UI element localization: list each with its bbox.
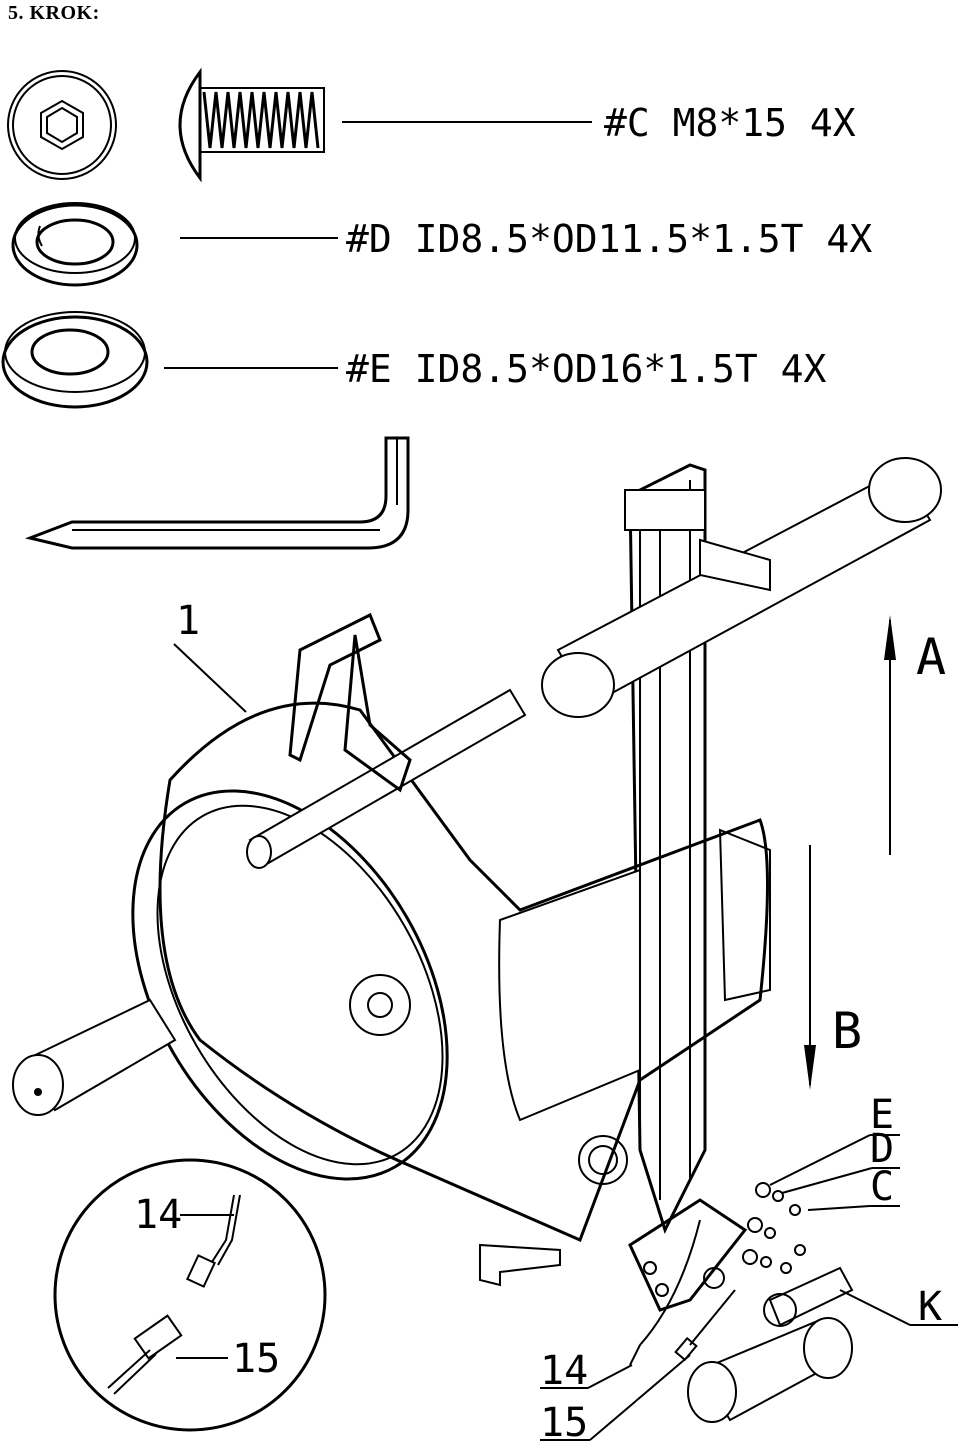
callout-cable-15: 15	[540, 1400, 588, 1446]
rower-frame	[12, 457, 942, 1423]
leader-k	[839, 1289, 911, 1326]
part-label-d: #D ID8.5*OD11.5*1.5T 4X	[346, 217, 872, 261]
bolt-side-view	[178, 67, 325, 183]
page-title: 5. KROK:	[8, 2, 100, 24]
arrow-b	[804, 845, 816, 1090]
part-label-e: #E ID8.5*OD16*1.5T 4X	[346, 347, 827, 391]
leader-c	[807, 1205, 871, 1211]
leader-d	[781, 1167, 873, 1194]
washer-e	[1, 311, 149, 409]
callout-a: A	[916, 628, 946, 686]
callout-d: D	[870, 1126, 894, 1172]
callout-detail-14: 14	[134, 1192, 182, 1238]
part-label-c: #C M8*15 4X	[604, 101, 856, 145]
callout-detail-15: 15	[232, 1336, 280, 1382]
washer-d	[11, 202, 139, 287]
leader-1	[173, 643, 247, 713]
allen-key	[24, 436, 410, 550]
detail-circle	[53, 1158, 327, 1432]
callout-1: 1	[176, 598, 200, 644]
callout-k: K	[918, 1284, 942, 1330]
arrow-a	[884, 615, 896, 855]
leader-e	[769, 1134, 871, 1186]
callout-c: C	[870, 1164, 894, 1210]
callout-e: E	[870, 1092, 894, 1138]
bolt-head-top-view	[7, 70, 117, 180]
callout-cable-14: 14	[540, 1348, 588, 1394]
callout-b: B	[832, 1002, 862, 1060]
